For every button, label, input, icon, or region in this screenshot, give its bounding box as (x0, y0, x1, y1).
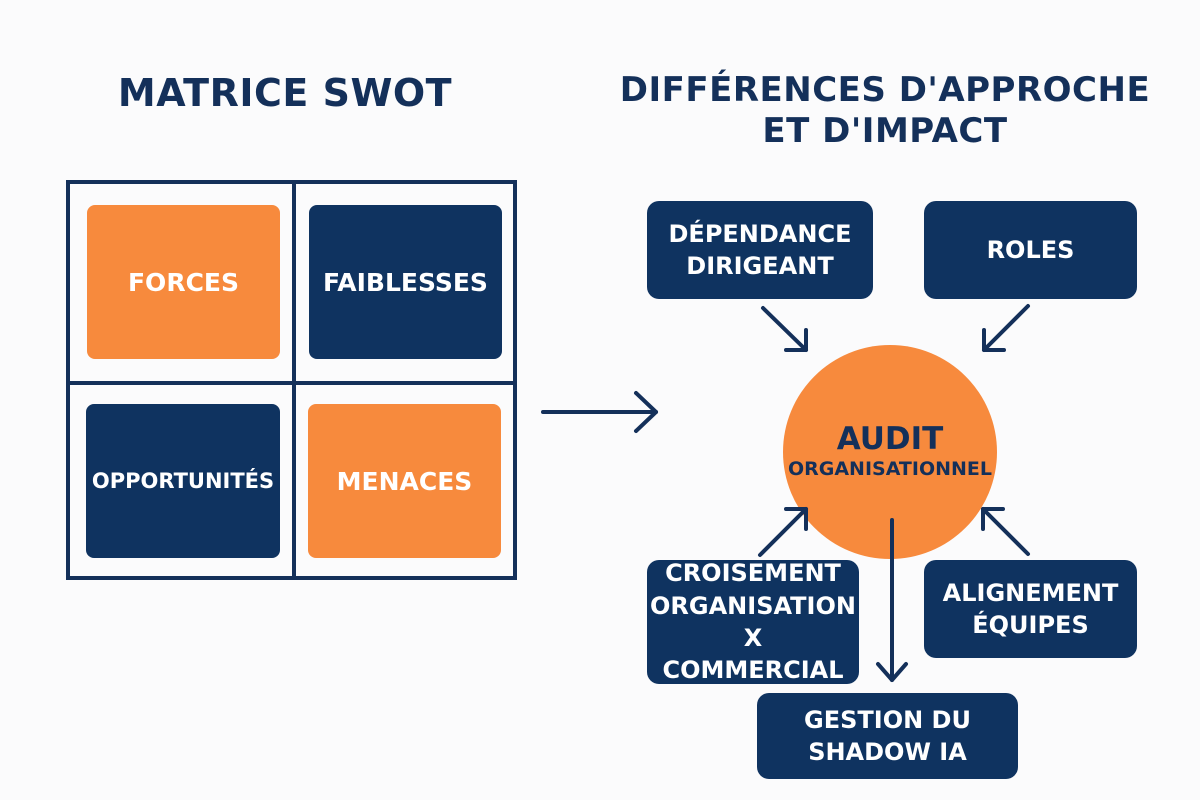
swot-cell-faiblesses: FAIBLESSES (309, 205, 502, 359)
node-croisement-line-2: ORGANISATION (650, 591, 856, 620)
node-shadow-line-1: GESTION DU (804, 705, 971, 734)
center-label-line-1: AUDIT (836, 420, 944, 457)
arrow-roles-to-center (982, 304, 1030, 352)
node-croisement-line-3: X COMMERCIAL (662, 624, 844, 685)
node-alignement-line-1: ALIGNEMENT (942, 578, 1119, 607)
impact-title: DIFFÉRENCES D'APPROCHE ET D'IMPACT (610, 70, 1160, 153)
impact-title-line-2: ET D'IMPACT (762, 111, 1008, 152)
swot-matrix: FORCES FAIBLESSES OPPORTUNITÉS MENACES (66, 180, 517, 580)
swot-cell-forces: FORCES (87, 205, 280, 359)
swot-cell-opportunites: OPPORTUNITÉS (86, 404, 280, 558)
swot-cell-menaces: MENACES (308, 404, 501, 558)
node-alignement-equipes: ALIGNEMENT ÉQUIPES (924, 560, 1137, 658)
node-roles: ROLES (924, 201, 1137, 299)
center-audit-organisationnel: AUDIT ORGANISATIONNEL (783, 345, 997, 559)
node-gestion-shadow-ia: GESTION DU SHADOW IA (757, 693, 1018, 779)
node-shadow-line-2: SHADOW IA (808, 738, 967, 766)
swot-vertical-divider (292, 184, 296, 576)
node-croisement: CROISEMENT ORGANISATION X COMMERCIAL (647, 559, 859, 685)
arrow-dependance-to-center (761, 306, 808, 352)
node-alignement-line-2: ÉQUIPES (972, 611, 1089, 639)
swot-horizontal-divider (70, 381, 513, 385)
center-label-line-2: ORGANISATIONNEL (787, 458, 993, 481)
impact-title-line-1: DIFFÉRENCES D'APPROCHE (619, 70, 1151, 110)
arrow-swot-to-impact (541, 391, 658, 433)
arrow-croisement-to-center (758, 507, 808, 557)
node-dependance-dirigeant: DÉPENDANCE DIRIGEANT (647, 201, 873, 299)
node-dependance-line-2: DIRIGEANT (686, 252, 834, 280)
arrow-alignement-to-center (981, 507, 1030, 556)
node-dependance-line-1: DÉPENDANCE (668, 219, 852, 248)
swot-title: MATRICE SWOT (117, 71, 453, 115)
node-croisement-line-1: CROISEMENT (665, 559, 841, 588)
